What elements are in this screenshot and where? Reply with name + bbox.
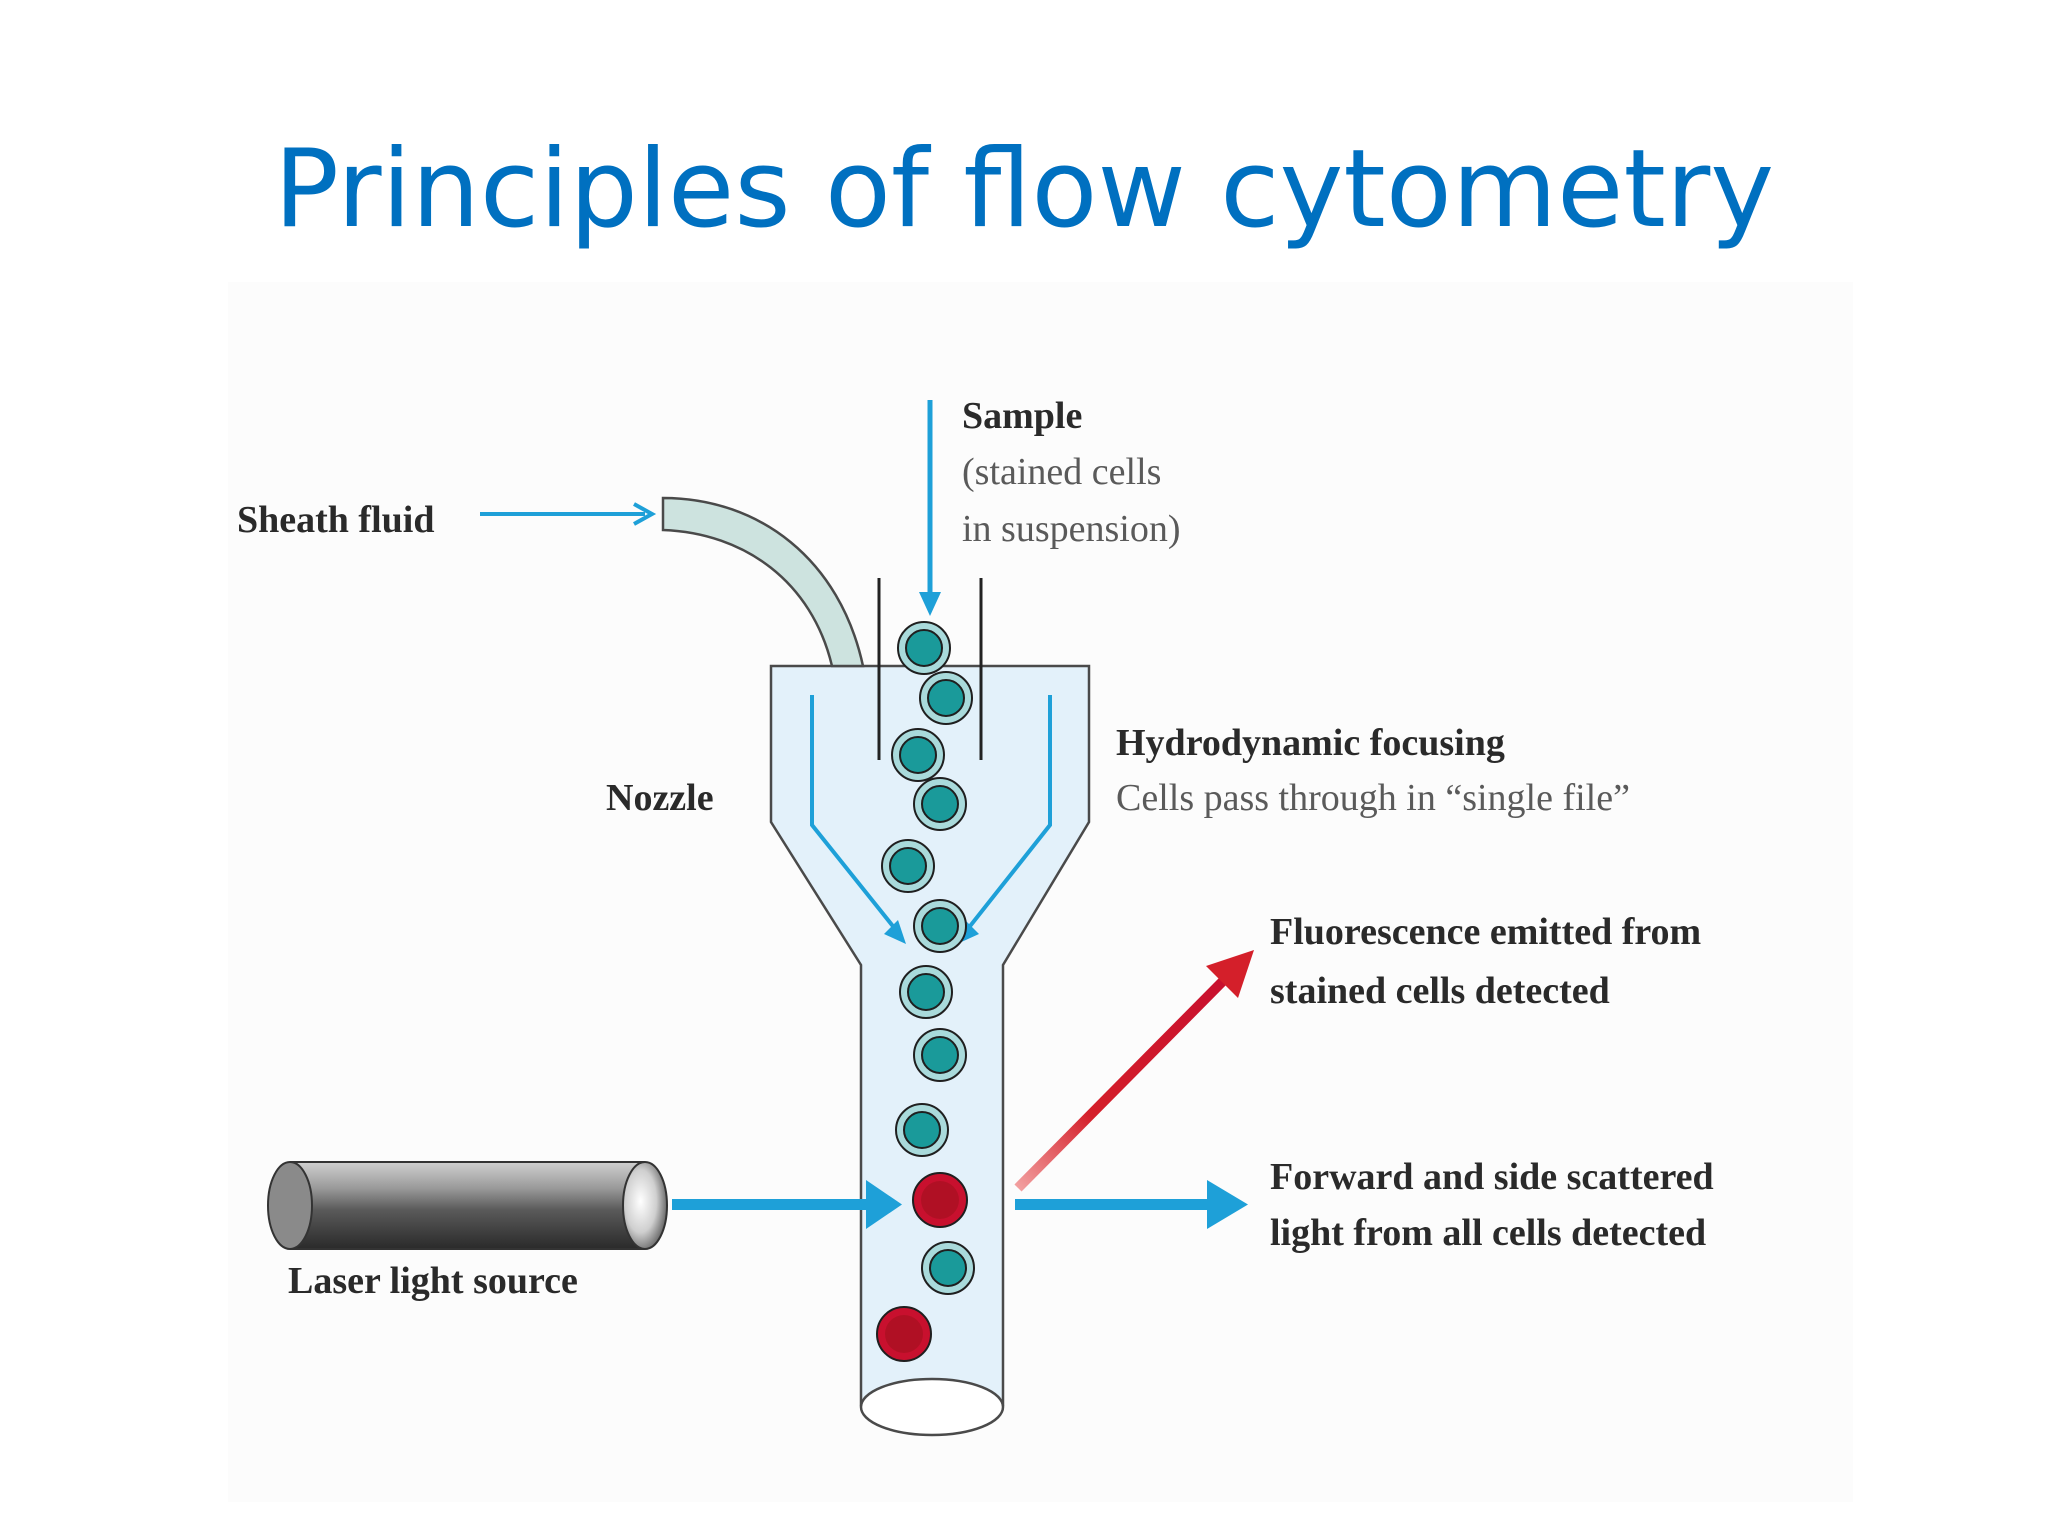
cell-stream	[876, 621, 975, 1362]
stained-cell	[913, 899, 967, 953]
channel-outlet	[859, 1377, 1005, 1437]
sample-label-line3: in suspension)	[962, 508, 1181, 550]
hydrodynamic-focusing-label: Hydrodynamic focusing	[1116, 722, 1505, 764]
single-file-label: Cells pass through in “single file”	[1116, 777, 1630, 819]
scatter-light-arrowhead	[1207, 1180, 1248, 1229]
fluorescing-cell	[912, 1172, 968, 1228]
slide-title: Principles of flow cytometry	[273, 127, 1775, 252]
sheath-fluid-label: Sheath fluid	[237, 499, 434, 541]
stained-cell	[919, 671, 973, 725]
laser-light-source-icon	[267, 1161, 668, 1250]
laser-beam-arrow	[672, 1199, 870, 1210]
sheath-fluid-tube	[661, 496, 865, 668]
fluorescence-label: Fluorescence emitted from	[1270, 911, 1701, 953]
laser-light-source-label: Laser light source	[288, 1260, 578, 1302]
stained-cell	[881, 839, 935, 893]
stained-cell	[897, 621, 951, 675]
nozzle-label: Nozzle	[606, 777, 714, 819]
sheath-fluid-arrowhead	[633, 502, 657, 526]
unstained-cell	[876, 1306, 932, 1362]
sheath-flow-arrowhead-left	[884, 920, 906, 944]
laser-beam-arrowhead	[866, 1180, 902, 1229]
stained-cell	[895, 1103, 949, 1157]
scatter-label: Forward and side scattered	[1270, 1156, 1714, 1198]
scatter-label-line2: light from all cells detected	[1270, 1212, 1706, 1254]
scatter-light-arrow	[1015, 1199, 1210, 1210]
stained-cell	[913, 1028, 967, 1082]
stained-cell	[899, 965, 953, 1019]
sheath-flow-arrows	[810, 695, 1052, 937]
fluorescence-emission-arrow	[1014, 976, 1228, 1192]
stained-cell	[921, 1241, 975, 1295]
sample-label-line2: (stained cells	[962, 451, 1161, 493]
sample-inflow-arrowhead	[919, 592, 941, 616]
fluorescence-label-line2: stained cells detected	[1270, 970, 1610, 1012]
fluorescence-emission-arrowhead	[1206, 950, 1254, 998]
stained-cell	[891, 728, 945, 782]
stained-cell	[913, 777, 967, 831]
sample-label: Sample	[962, 395, 1082, 437]
